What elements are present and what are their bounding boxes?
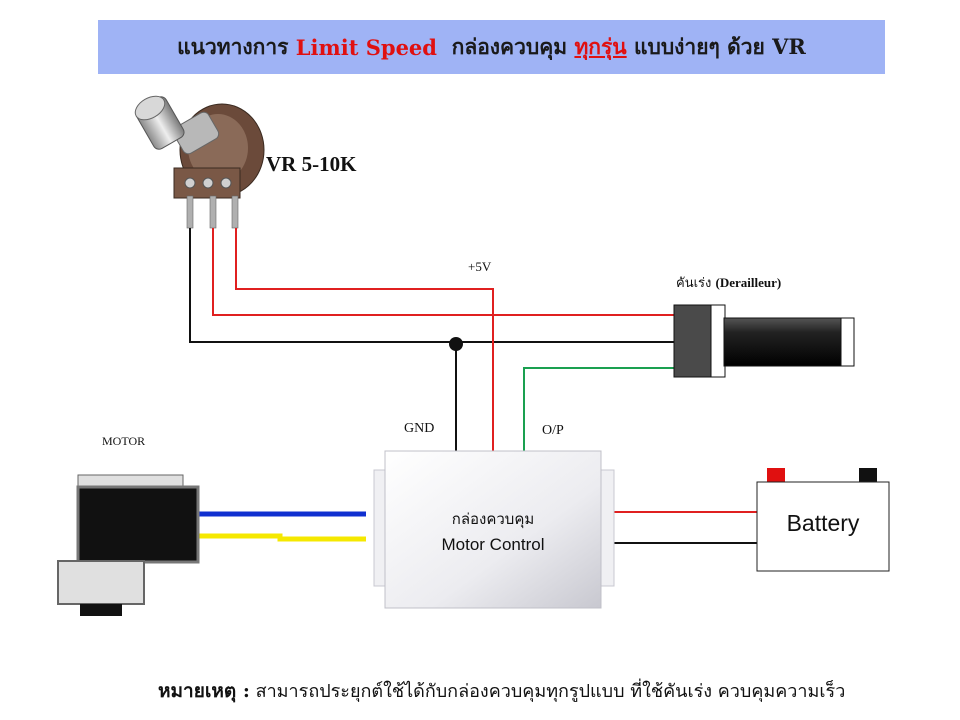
wire-plus5v [235, 228, 494, 452]
throttle-label-en: (Derailleur) [715, 275, 782, 290]
motor-drawing [57, 474, 200, 616]
controller-label-en: Motor Control [441, 535, 545, 554]
gnd-label: GND [404, 421, 435, 436]
controller-box-shape [373, 450, 615, 609]
wire-output [523, 367, 678, 452]
plus5v-label: +5V [468, 259, 492, 274]
title-part-5: แบบง่ายๆ ด้วย VR [633, 33, 806, 59]
throttle-label-th: คันเร่ง [676, 276, 712, 291]
footnote-heading: หมายเหตุ : [158, 680, 250, 702]
battery-shape [756, 468, 890, 572]
title-part-2: Limit Speed [295, 34, 437, 60]
wire-motor-yellow [196, 533, 366, 542]
footnote-text: สามารถประยุกต์ใช้ได้กับกล่องควบคุมทุกรูป… [255, 681, 846, 702]
potentiometer-vr [134, 95, 265, 229]
title-part-3: กล่องควบคุม [451, 33, 568, 59]
battery-label: Battery [786, 510, 860, 536]
wire-vr-signal [212, 228, 678, 316]
motor-label: MOTOR [102, 434, 146, 448]
title-part-4: ทุกรุ่น [574, 33, 627, 59]
title-banner: แนวทางการ Limit Speed กล่องควบคุม ทุกรุ่… [98, 20, 885, 74]
title-part-1: แนวทางการ [177, 33, 289, 59]
controller-label-th: กล่องควบคุม [451, 510, 535, 528]
footnote: หมายเหตุ : สามารถประยุกต์ใช้ได้กับกล่องค… [158, 676, 845, 706]
throttle-label: คันเร่ง (Derailleur) [676, 272, 781, 293]
ground-junction [449, 337, 463, 351]
op-label: O/P [542, 423, 564, 438]
throttle-grip [673, 304, 855, 378]
vr-label: VR 5-10K [266, 152, 357, 176]
wire-vr-ground [189, 228, 678, 343]
wires [189, 228, 757, 544]
